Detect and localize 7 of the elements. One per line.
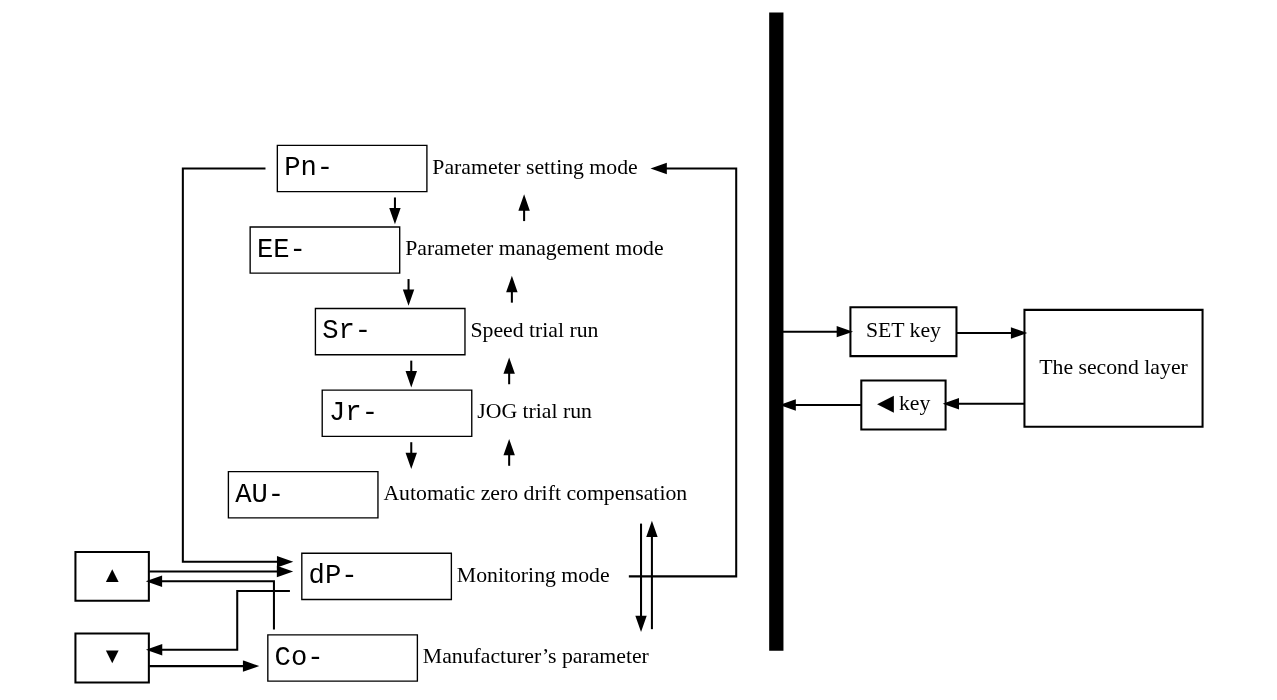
node-label: Monitoring mode xyxy=(456,562,610,587)
node-label: Parameter setting mode xyxy=(431,154,638,179)
node-label: Manufacturer’s parameter xyxy=(422,644,649,669)
node-label: Speed trial run xyxy=(469,317,598,342)
node-label: Parameter management mode xyxy=(404,236,664,261)
node-label: JOG trial run xyxy=(476,399,592,424)
node-label: Automatic zero drift compensation xyxy=(382,480,687,505)
